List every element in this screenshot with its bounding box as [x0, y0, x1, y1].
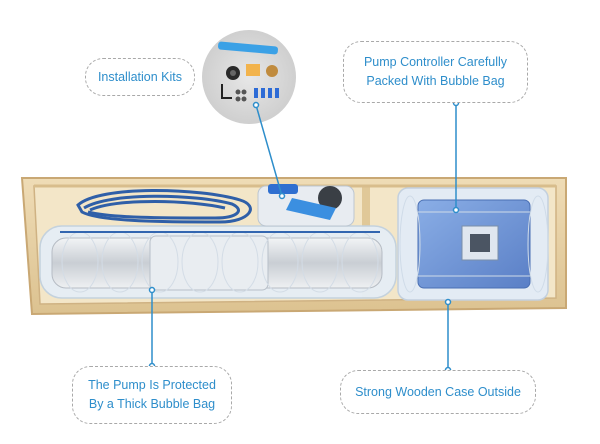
controller-label-line1: Pump Controller Carefully: [363, 55, 508, 69]
controller-label-line2: Packed With Bubble Bag: [366, 74, 505, 88]
controller-callout: Pump Controller Carefully Packed With Bu…: [343, 41, 528, 103]
installation-kits-photo: [202, 30, 296, 124]
pump-callout: The Pump Is Protected By a Thick Bubble …: [72, 366, 232, 424]
pump-in-bubble-bag: [39, 225, 397, 299]
pump-label-line1: The Pump Is Protected: [88, 378, 216, 392]
connector-lines: [151, 103, 457, 370]
controller-in-bubble-bag: [397, 187, 549, 301]
cable-coil: [76, 189, 252, 224]
kit-bag: [257, 184, 355, 227]
installation-kits-callout: Installation Kits: [85, 58, 195, 96]
wooden-case-label: Strong Wooden Case Outside: [355, 384, 521, 399]
wooden-case-callout: Strong Wooden Case Outside: [340, 370, 536, 414]
pump-label-line2: By a Thick Bubble Bag: [88, 397, 216, 411]
installation-kits-label: Installation Kits: [97, 69, 183, 84]
